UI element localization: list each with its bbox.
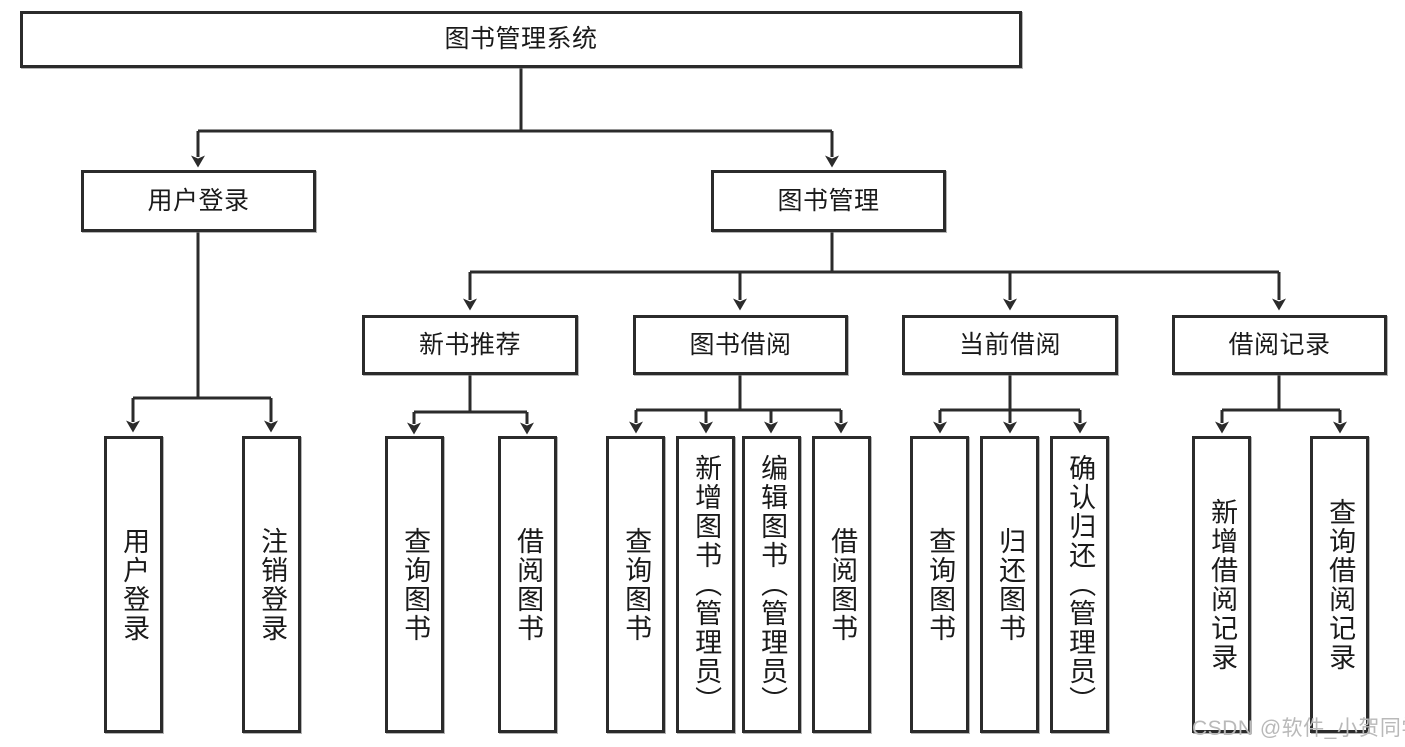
leaf-query-books-recommendation[interactable]: 查询图书 <box>385 436 444 733</box>
node-book-management-system[interactable]: 图书管理系统 <box>20 11 1022 68</box>
leaf-borrow-books-borrowing[interactable]: 借阅图书 <box>812 436 871 733</box>
node-label: 图书管理系统 <box>444 25 598 54</box>
node-label: 用户登录 <box>119 526 150 643</box>
leaf-return-books[interactable]: 归还图书 <box>980 436 1039 733</box>
node-label: 查询图书 <box>925 526 956 643</box>
node-label: 查询借阅记录 <box>1325 497 1356 672</box>
node-book-management[interactable]: 图书管理 <box>711 170 946 232</box>
node-borrow-records[interactable]: 借阅记录 <box>1172 315 1387 375</box>
leaf-query-books-current[interactable]: 查询图书 <box>910 436 969 733</box>
node-label: 当前借阅 <box>958 330 1061 359</box>
node-label: 借阅记录 <box>1228 330 1331 359</box>
node-label: 编辑图书（管理员） <box>757 454 788 715</box>
node-user-login[interactable]: 用户登录 <box>81 170 316 232</box>
leaf-query-borrow-record[interactable]: 查询借阅记录 <box>1310 436 1369 733</box>
leaf-edit-book-admin[interactable]: 编辑图书（管理员） <box>742 436 801 733</box>
node-label: 注销登录 <box>257 526 288 643</box>
node-label: 用户登录 <box>147 186 250 215</box>
node-label: 图书管理 <box>777 186 880 215</box>
node-label: 图书借阅 <box>689 330 792 359</box>
node-label: 新增图书（管理员） <box>691 454 722 715</box>
node-label: 借阅图书 <box>827 526 858 643</box>
node-current-borrowing[interactable]: 当前借阅 <box>902 315 1118 375</box>
node-label: 归还图书 <box>995 526 1026 643</box>
node-book-borrowing[interactable]: 图书借阅 <box>633 315 848 375</box>
leaf-add-book-admin[interactable]: 新增图书（管理员） <box>676 436 735 733</box>
node-label: 新书推荐 <box>418 330 521 359</box>
leaf-logout[interactable]: 注销登录 <box>242 436 301 733</box>
node-label: 借阅图书 <box>513 526 544 643</box>
leaf-confirm-return-admin[interactable]: 确认归还（管理员） <box>1050 436 1109 733</box>
node-label: 查询图书 <box>621 526 652 643</box>
node-label: 确认归还（管理员） <box>1065 454 1096 715</box>
leaf-user-login[interactable]: 用户登录 <box>104 436 163 733</box>
leaf-query-books-borrowing[interactable]: 查询图书 <box>606 436 665 733</box>
node-label: 新增借阅记录 <box>1207 497 1238 672</box>
csdn-watermark: CSDN @软件_小贺同学 <box>1192 717 1405 740</box>
leaf-add-borrow-record[interactable]: 新增借阅记录 <box>1192 436 1251 733</box>
node-label: 查询图书 <box>400 526 431 643</box>
leaf-borrow-books-recommendation[interactable]: 借阅图书 <box>498 436 557 733</box>
node-new-book-recommendation[interactable]: 新书推荐 <box>362 315 578 375</box>
